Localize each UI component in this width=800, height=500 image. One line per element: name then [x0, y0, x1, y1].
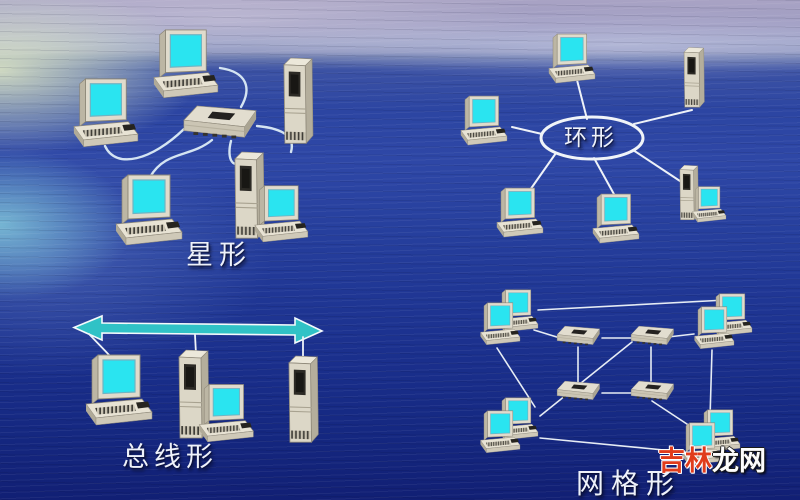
- mesh-topology-label: 网格形: [576, 468, 682, 499]
- connection-line: [496, 347, 536, 408]
- connection-line: [103, 127, 186, 161]
- ring-topology: [460, 33, 726, 244]
- connection-line: [576, 79, 588, 120]
- tower-desktop-combo: [235, 152, 308, 242]
- connection-line: [539, 341, 633, 417]
- connection-line: [88, 333, 113, 359]
- ring-topology-label: 环形: [564, 124, 618, 150]
- connection-line: [709, 349, 713, 419]
- network-hub: [630, 325, 674, 346]
- connection-line: [537, 299, 727, 311]
- connection-line: [255, 124, 294, 154]
- bus-topology: [71, 314, 324, 443]
- site-watermark: 吉林龙网: [658, 448, 766, 475]
- connection-line: [529, 152, 557, 191]
- bus-arrow: [71, 314, 324, 345]
- star-topology-label: 星形: [186, 240, 252, 270]
- star-connection-lines: [103, 66, 294, 179]
- desktop-computer: [548, 33, 596, 84]
- network-hub: [556, 380, 600, 401]
- tower-desktop-combo: [680, 165, 726, 222]
- network-hub: [183, 105, 257, 139]
- workstation-cluster: [480, 398, 538, 453]
- connection-line: [539, 437, 685, 453]
- desktop-computer: [115, 174, 183, 246]
- connection-line: [511, 126, 543, 135]
- workstation-cluster: [694, 294, 752, 349]
- desktop-computer: [153, 29, 219, 99]
- watermark-white-text: 龙网: [712, 446, 766, 476]
- desktop-computer: [496, 187, 544, 238]
- connection-line: [633, 109, 693, 125]
- connection-line: [148, 138, 214, 179]
- connection-line: [632, 149, 684, 184]
- mesh-connection-lines: [496, 299, 727, 453]
- ring-connection-lines: [511, 79, 693, 197]
- ring-ellipse: [539, 115, 645, 161]
- desktop-computer: [73, 78, 139, 148]
- connection-line: [218, 66, 248, 109]
- desktop-computer: [460, 95, 508, 146]
- workstation-cluster: [480, 290, 538, 345]
- bus-topology-label: 总线形: [122, 442, 218, 472]
- network-hub: [556, 325, 600, 346]
- tower-desktop-combo: [179, 350, 253, 442]
- tower-server: [288, 355, 319, 443]
- connection-line: [667, 333, 695, 338]
- tower-server: [683, 46, 705, 108]
- tower-server: [283, 57, 314, 144]
- watermark-red-text: 吉林: [658, 446, 712, 476]
- connection-line: [533, 329, 561, 339]
- network-hub: [630, 380, 674, 401]
- connection-line: [593, 157, 616, 197]
- desktop-computer: [85, 354, 153, 426]
- star-topology: [73, 29, 314, 246]
- desktop-computer: [592, 193, 640, 244]
- mesh-topology: [480, 290, 752, 465]
